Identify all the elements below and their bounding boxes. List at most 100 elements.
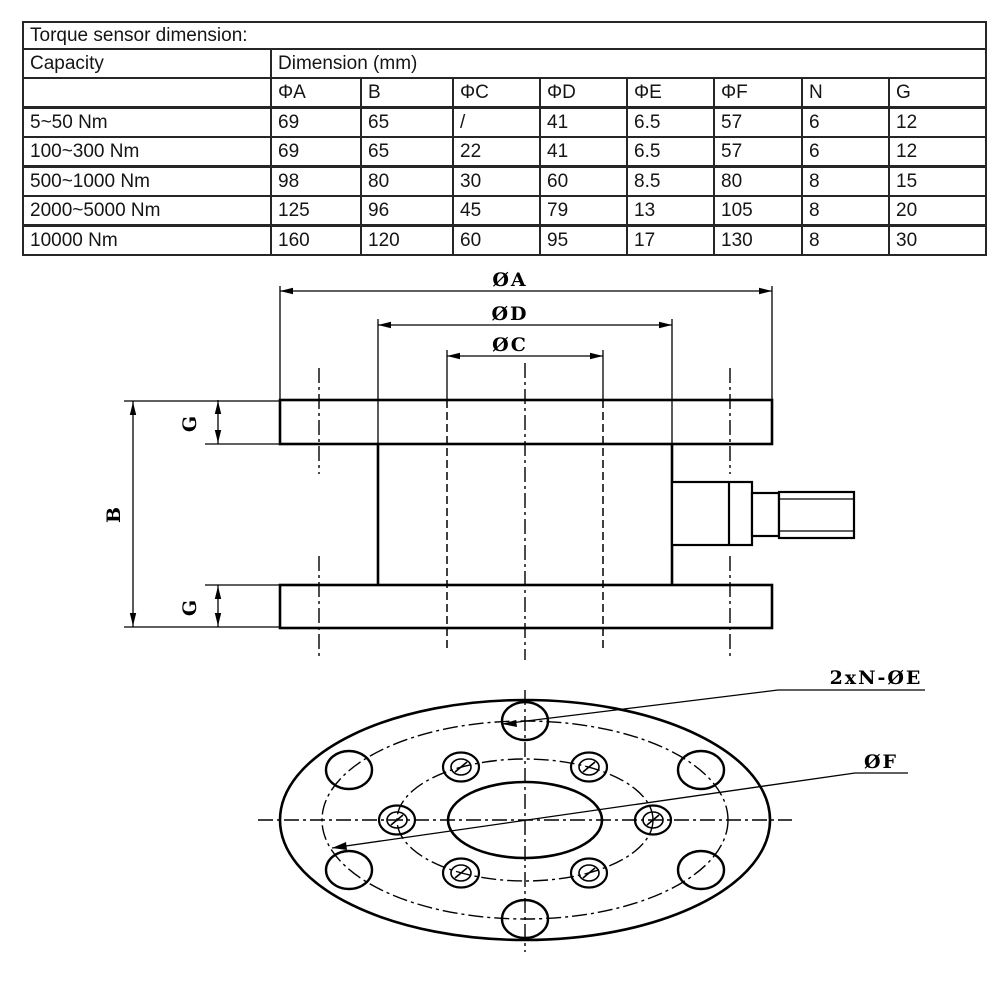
dimension-g-top: G <box>179 400 281 445</box>
connector-block <box>670 480 754 547</box>
center-bore <box>446 780 604 860</box>
value-cell: 105 <box>713 195 803 227</box>
threaded-hole <box>633 804 673 836</box>
value-cell: 65 <box>360 106 454 138</box>
table-row: 5~50 Nm 69 65 / 41 6.5 57 6 12 <box>22 106 988 138</box>
bolt-holes-label: 2xN-ØE <box>830 667 923 689</box>
col-header: B <box>360 77 454 109</box>
value-cell: / <box>452 106 541 138</box>
col-header: N <box>801 77 890 109</box>
value-cell: 65 <box>360 136 454 168</box>
threaded-hole <box>441 751 481 783</box>
group-header-row: Capacity Dimension (mm) <box>22 48 988 79</box>
value-cell: 57 <box>713 106 803 138</box>
value-cell: 125 <box>270 195 362 227</box>
bolt-circle-label: ØF <box>864 751 898 773</box>
side-view: ØA ØD ØC <box>103 269 856 660</box>
col-header: ΦC <box>452 77 541 109</box>
value-cell: 6 <box>801 106 890 138</box>
value-cell: 15 <box>887 165 988 197</box>
value-cell: 95 <box>539 224 628 256</box>
value-cell: 57 <box>713 136 803 168</box>
value-cell: 60 <box>452 224 541 256</box>
dimension-b: B <box>103 400 281 628</box>
capacity-header: Capacity <box>22 48 272 79</box>
mounting-hole <box>676 749 726 791</box>
value-cell: 60 <box>539 165 628 197</box>
dia-a-label: ØA <box>492 269 527 291</box>
table-row: 10000 Nm 160 120 60 95 17 130 8 30 <box>22 224 988 256</box>
value-cell: 6.5 <box>626 106 715 138</box>
dimension-dia-c: ØC <box>446 334 604 400</box>
threaded-hole <box>441 857 481 889</box>
value-cell: 17 <box>626 224 715 256</box>
value-cell: 12 <box>887 136 988 168</box>
technical-drawing: ØA ØD ØC <box>103 269 925 952</box>
flange-outer-contour <box>278 698 772 942</box>
value-cell: 20 <box>887 195 988 227</box>
value-cell: 22 <box>452 136 541 168</box>
top-flange <box>278 398 774 446</box>
dia-d-label: ØD <box>491 303 528 325</box>
connector <box>670 480 856 547</box>
col-header: ΦD <box>539 77 628 109</box>
capacity-cell: 2000~5000 Nm <box>22 195 272 227</box>
table-row: 500~1000 Nm 98 80 30 60 8.5 80 8 15 <box>22 165 988 197</box>
value-cell: 30 <box>887 224 988 256</box>
value-cell: 79 <box>539 195 628 227</box>
connector-thread <box>777 490 856 540</box>
value-cell: 130 <box>713 224 803 256</box>
value-cell: 69 <box>270 136 362 168</box>
dimension-group-header: Dimension (mm) <box>269 48 988 79</box>
col-header: ΦF <box>713 77 803 109</box>
value-cell: 8.5 <box>626 165 715 197</box>
mounting-hole <box>500 898 550 940</box>
threaded-hole <box>569 751 609 783</box>
bottom-flange <box>278 583 774 630</box>
torque-sensor-dimension-table: Torque sensor dimension: Capacity Dimens… <box>21 21 988 256</box>
table-title-row: Torque sensor dimension: <box>21 21 988 50</box>
leader-bolt-circle: ØF <box>331 751 908 850</box>
col-header: ΦE <box>626 77 715 109</box>
value-cell: 8 <box>801 165 890 197</box>
g-top-label: G <box>179 414 201 432</box>
mounting-hole <box>324 749 374 791</box>
threaded-hole <box>377 804 417 836</box>
value-cell: 120 <box>360 224 454 256</box>
capacity-cell: 500~1000 Nm <box>22 165 272 197</box>
value-cell: 96 <box>360 195 454 227</box>
value-cell: 6.5 <box>626 136 715 168</box>
value-cell: 41 <box>539 106 628 138</box>
capacity-cell: 10000 Nm <box>22 224 272 256</box>
table-row: 100~300 Nm 69 65 22 41 6.5 57 6 12 <box>22 136 988 168</box>
col-header: ΦA <box>270 77 362 109</box>
capacity-cell: 100~300 Nm <box>22 136 272 168</box>
value-cell: 41 <box>539 136 628 168</box>
mounting-hole <box>676 849 726 891</box>
mounting-hole <box>500 700 550 742</box>
value-cell: 6 <box>801 136 890 168</box>
empty-header-cell <box>22 77 272 109</box>
value-cell: 13 <box>626 195 715 227</box>
value-cell: 45 <box>452 195 541 227</box>
mounting-hole <box>324 849 374 891</box>
threaded-holes <box>377 751 673 889</box>
capacity-cell: 5~50 Nm <box>22 106 272 138</box>
b-label: B <box>103 505 125 523</box>
value-cell: 160 <box>270 224 362 256</box>
dimension-g-bottom: G <box>179 584 281 627</box>
leader-bolt-holes: 2xN-ØE <box>501 667 925 727</box>
g-bottom-label: G <box>179 598 201 616</box>
col-header: G <box>887 77 988 109</box>
threaded-hole <box>569 857 609 889</box>
value-cell: 12 <box>887 106 988 138</box>
connector-neck <box>750 491 781 538</box>
value-cell: 80 <box>360 165 454 197</box>
value-cell: 98 <box>270 165 362 197</box>
table-row: 2000~5000 Nm 125 96 45 79 13 105 8 20 <box>22 195 988 227</box>
table-title: Torque sensor dimension: <box>21 21 988 50</box>
dia-c-label: ØC <box>492 334 528 356</box>
value-cell: 30 <box>452 165 541 197</box>
dimension-dia-d: ØD <box>377 303 673 444</box>
